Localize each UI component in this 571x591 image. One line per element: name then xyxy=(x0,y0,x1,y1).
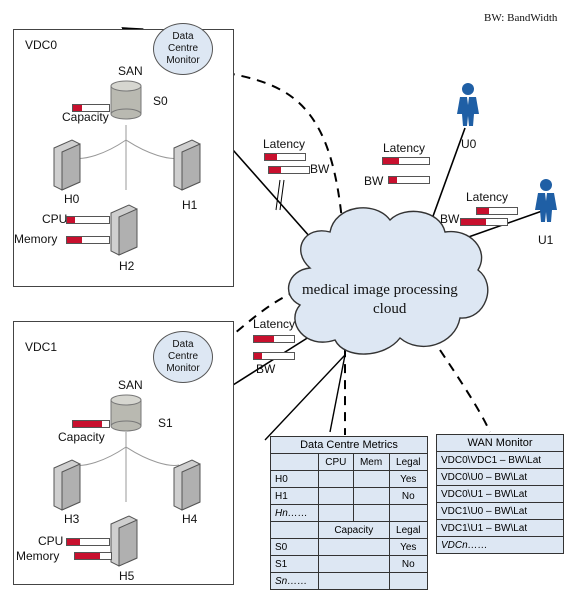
host-label: H4 xyxy=(182,512,198,526)
latency-meter xyxy=(264,153,306,161)
vdc0-topology xyxy=(53,80,201,256)
memory-meter xyxy=(74,552,112,560)
server-icon xyxy=(110,204,138,256)
table-row: VDC0\U1 – BW\Lat xyxy=(436,485,564,503)
column-header xyxy=(269,521,320,539)
column-header: Capacity xyxy=(318,521,390,539)
table-row: VDC0\U0 – BW\Lat xyxy=(436,468,564,486)
latency-label: Latency xyxy=(383,141,426,155)
vdc0-box: VDC0 SAN S0 Capacity H0 H1 H2 CPU Memory xyxy=(13,29,234,287)
link-vdc0-cloud xyxy=(232,149,319,247)
table-title: Data Centre Metrics xyxy=(270,436,428,454)
bandwidth-meter xyxy=(253,352,295,360)
host-label: H0 xyxy=(64,192,80,206)
column-header: Legal xyxy=(388,453,429,471)
host-label: H3 xyxy=(64,512,80,526)
bandwidth-label: BW xyxy=(310,162,330,176)
san-label: SAN xyxy=(118,64,143,78)
bandwidth-meter xyxy=(268,166,310,174)
column-header xyxy=(269,453,320,471)
cloud-label: medical image processing xyxy=(302,282,458,298)
vdc1-label: VDC1 xyxy=(25,340,58,354)
user-label: U1 xyxy=(538,233,554,247)
latency-meter xyxy=(253,335,295,343)
bandwidth-label: BW xyxy=(364,174,384,188)
link-u0-cloud xyxy=(427,127,466,231)
storage-label: S0 xyxy=(153,94,168,108)
user-icon xyxy=(457,83,479,126)
cloud-shape xyxy=(287,207,489,355)
latency-meter xyxy=(382,157,430,165)
bandwidth-meter xyxy=(460,218,508,226)
column-header: CPU xyxy=(318,453,354,471)
bandwidth-meter xyxy=(388,176,430,184)
capacity-label: Capacity xyxy=(62,110,109,124)
table-row: VDC1\U1 – BW\Lat xyxy=(436,519,564,537)
user-label: U0 xyxy=(461,137,477,151)
capacity-meter xyxy=(72,104,110,112)
bandwidth-label: BW xyxy=(256,362,276,376)
host-label: H5 xyxy=(119,569,135,583)
host-label: H1 xyxy=(182,198,198,212)
cpu-meter xyxy=(66,216,110,224)
server-icon xyxy=(173,139,201,191)
latency-label: Latency xyxy=(466,190,509,204)
san-label: SAN xyxy=(118,378,143,392)
server-icon xyxy=(173,459,201,511)
vdc0-label: VDC0 xyxy=(25,38,58,52)
vdc1-box: VDC1 SAN S1 Capacity H3 H4 H5 CPU Memory xyxy=(13,321,234,585)
column-header: Mem xyxy=(352,453,390,471)
bandwidth-legend: BW: BandWidth xyxy=(484,12,558,24)
column-header: Legal xyxy=(388,521,429,539)
table-title: WAN Monitor xyxy=(436,434,564,452)
memory-label: Memory xyxy=(16,549,60,563)
memory-meter xyxy=(66,236,110,244)
bandwidth-label: BW xyxy=(440,212,460,226)
dashed-wan-link xyxy=(439,349,491,433)
table-row: Sn…… xyxy=(269,572,429,590)
cpu-label: CPU xyxy=(38,534,64,548)
storage-label: S1 xyxy=(158,416,173,430)
wan-monitor-table: WAN Monitor VDC0\VDC1 – BW\Lat VDC0\U0 –… xyxy=(436,434,564,554)
capacity-label: Capacity xyxy=(58,430,105,444)
user-icon xyxy=(535,179,557,222)
latency-meter xyxy=(476,207,518,215)
latency-label: Latency xyxy=(263,137,306,151)
vdc1-topology xyxy=(53,394,201,567)
cpu-label: CPU xyxy=(42,212,68,226)
memory-label: Memory xyxy=(14,232,58,246)
table-row: VDC1\U0 – BW\Lat xyxy=(436,502,564,520)
host-label: H2 xyxy=(119,259,135,273)
table-row: Hn…… xyxy=(269,504,429,522)
server-icon xyxy=(110,515,138,567)
server-icon xyxy=(53,459,81,511)
cpu-meter xyxy=(66,538,110,546)
capacity-meter xyxy=(72,420,110,428)
table-row: VDCn…… xyxy=(436,536,564,554)
server-icon xyxy=(53,139,81,191)
latency-label: Latency xyxy=(253,317,296,331)
table-row: VDC0\VDC1 – BW\Lat xyxy=(436,451,564,469)
cloud-label: cloud xyxy=(373,301,407,317)
